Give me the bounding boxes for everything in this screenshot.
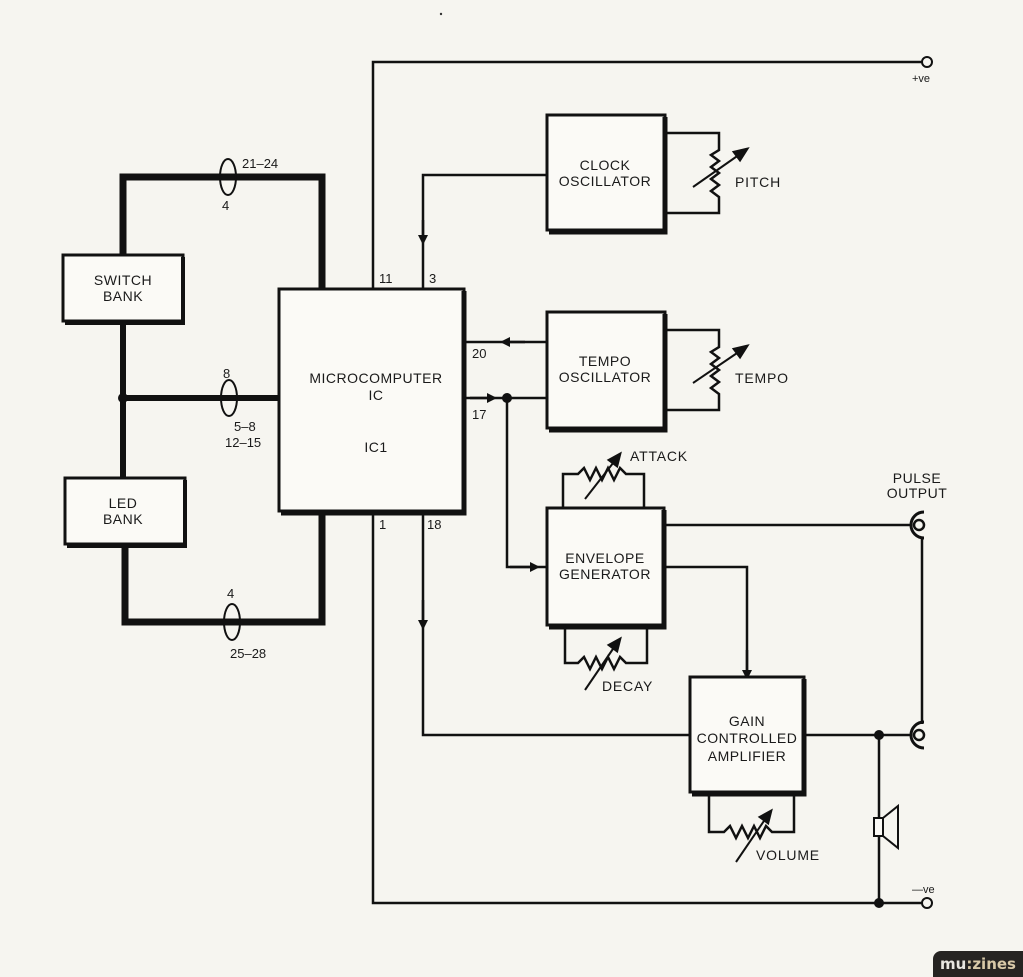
attack-label: ATTACK bbox=[630, 448, 688, 464]
watermark-text-accent: :zines bbox=[966, 955, 1016, 973]
led-bank-label: LED bbox=[109, 495, 138, 511]
switch-bank-label: BANK bbox=[103, 288, 143, 304]
envelope-generator-block: ENVELOPE GENERATOR bbox=[545, 506, 667, 630]
wire-pin18-gca bbox=[421, 512, 690, 737]
microcomputer-block: MICROCOMPUTER IC IC1 bbox=[277, 287, 467, 516]
microcomputer-label: MICROCOMPUTER bbox=[309, 370, 442, 386]
bus-top-width-label: 4 bbox=[222, 198, 229, 213]
bus-mid-pins-label: 5‒8 bbox=[234, 419, 256, 434]
positive-terminal bbox=[921, 56, 933, 68]
pulse-output-label: OUTPUT bbox=[887, 485, 948, 501]
bus-bottom-bundle bbox=[223, 603, 241, 641]
positive-terminal-label: +ve bbox=[912, 73, 930, 85]
pin-18-label: 18 bbox=[427, 517, 441, 532]
gain-amplifier-label: AMPLIFIER bbox=[708, 748, 786, 764]
bus-mid-pins-label: 12‒15 bbox=[225, 435, 261, 450]
wire-envelope-gca bbox=[665, 565, 749, 677]
attack-potentiometer-icon bbox=[561, 451, 646, 508]
envelope-generator-label: ENVELOPE bbox=[565, 550, 644, 566]
negative-terminal-label: —ve bbox=[912, 884, 935, 896]
speaker-icon bbox=[873, 803, 899, 851]
bus-top-bundle bbox=[219, 158, 237, 196]
microcomputer-label: IC bbox=[369, 387, 384, 403]
clock-oscillator-label: OSCILLATOR bbox=[559, 173, 651, 189]
volume-label: VOLUME bbox=[756, 847, 820, 863]
bus-top-pins-label: 21‒24 bbox=[242, 156, 278, 171]
gain-amplifier-label: CONTROLLED bbox=[697, 730, 798, 746]
pulse-output-label: PULSE bbox=[893, 470, 941, 486]
muzines-watermark: mu:zines bbox=[933, 951, 1023, 977]
clock-oscillator-block: CLOCK OSCILLATOR bbox=[545, 113, 668, 235]
pin-17-label: 17 bbox=[472, 407, 486, 422]
pin-1-label: 1 bbox=[379, 517, 386, 532]
speck bbox=[439, 12, 443, 16]
gain-amplifier-block: GAIN CONTROLLED AMPLIFIER bbox=[688, 675, 807, 797]
led-bank-block: LED BANK bbox=[63, 476, 187, 548]
junction-dot bbox=[118, 393, 128, 403]
bus-mid-width-label: 8 bbox=[223, 366, 230, 381]
ic1-label: IC1 bbox=[364, 439, 387, 455]
pin-20-label: 20 bbox=[472, 346, 486, 361]
tempo-potentiometer-icon bbox=[666, 328, 750, 412]
wire-pin17-envelope bbox=[505, 398, 547, 569]
bus-top bbox=[119, 173, 326, 290]
switch-bank-block: SWITCH BANK bbox=[61, 253, 185, 325]
led-bank-label: BANK bbox=[103, 511, 143, 527]
envelope-generator-label: GENERATOR bbox=[559, 566, 651, 582]
negative-rail bbox=[371, 512, 923, 905]
bus-bottom-width-label: 4 bbox=[227, 586, 234, 601]
tempo-label: TEMPO bbox=[735, 370, 789, 386]
bus-bottom-pins-label: 25‒28 bbox=[230, 646, 266, 661]
junction-dot bbox=[502, 393, 512, 403]
junction-dot bbox=[874, 730, 884, 740]
pitch-label: PITCH bbox=[735, 174, 781, 190]
decay-label: DECAY bbox=[602, 678, 653, 694]
bus-middle-bundle bbox=[220, 379, 238, 417]
watermark-text: mu bbox=[940, 955, 967, 973]
tempo-oscillator-label: TEMPO bbox=[579, 353, 631, 369]
tempo-oscillator-label: OSCILLATOR bbox=[559, 369, 651, 385]
positive-rail bbox=[371, 60, 923, 290]
pin-3-label: 3 bbox=[429, 271, 436, 286]
junction-dot bbox=[874, 898, 884, 908]
decay-potentiometer-icon bbox=[563, 627, 649, 691]
gain-amplifier-label: GAIN bbox=[729, 713, 765, 729]
wire-clock-pin3 bbox=[421, 173, 547, 290]
pin-11-label: 11 bbox=[379, 271, 393, 286]
pulse-output-jack-icon bbox=[909, 510, 926, 540]
clock-oscillator-label: CLOCK bbox=[580, 157, 631, 173]
negative-terminal bbox=[921, 897, 933, 909]
pitch-potentiometer-icon bbox=[666, 131, 750, 215]
switch-bank-label: SWITCH bbox=[94, 272, 152, 288]
tempo-oscillator-block: TEMPO OSCILLATOR bbox=[545, 310, 668, 433]
volume-potentiometer-icon bbox=[707, 794, 796, 863]
audio-output-jack-icon bbox=[909, 720, 926, 750]
